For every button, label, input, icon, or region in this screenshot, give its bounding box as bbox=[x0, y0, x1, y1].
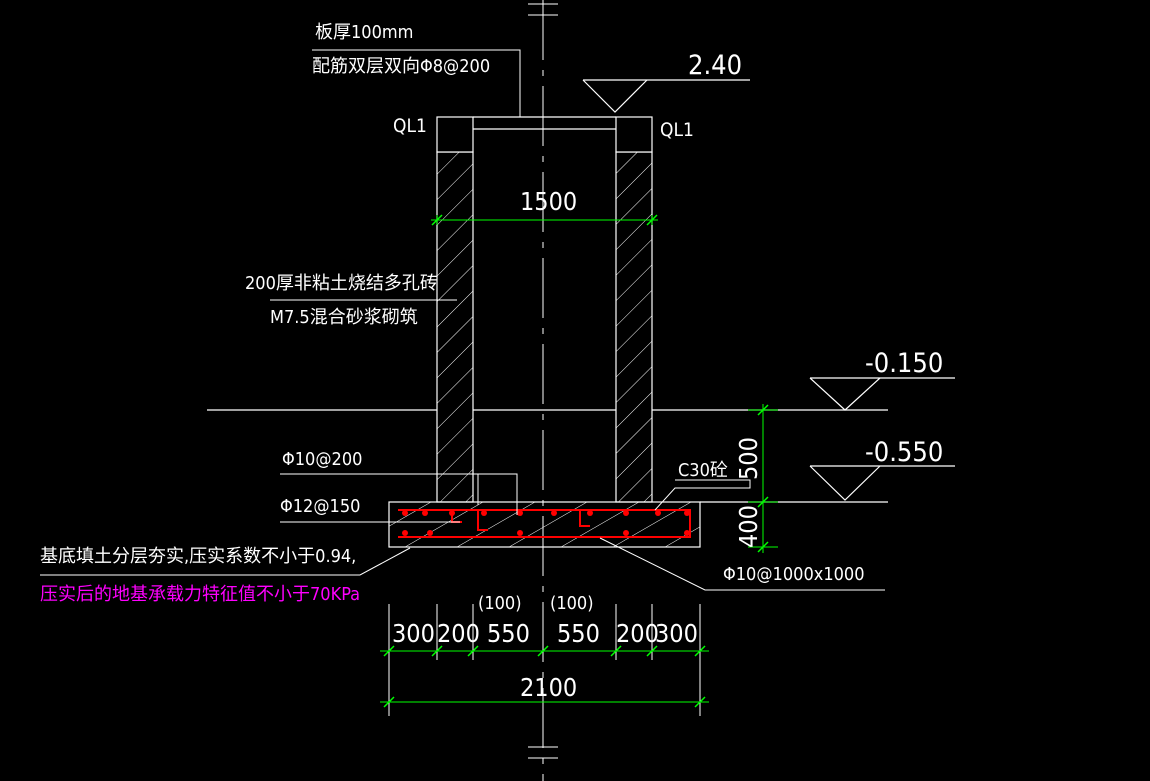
dimension-tick bbox=[610, 645, 622, 657]
rebar-dots bbox=[402, 510, 690, 536]
depth-dimension-label: 500 bbox=[734, 437, 763, 480]
ground-level-marker bbox=[809, 377, 955, 411]
rebar-dot bbox=[517, 530, 523, 536]
bar-grid-label: Φ10@1000x1000 bbox=[723, 564, 865, 585]
rebar-dot bbox=[517, 510, 523, 516]
rebar-dot bbox=[551, 510, 557, 516]
bracket-left-label: (100) bbox=[478, 593, 522, 614]
top-level-marker bbox=[582, 79, 750, 113]
rebar-dot bbox=[402, 530, 408, 536]
wall-mortar-note: M7.5混合砂浆砌筑 bbox=[270, 307, 418, 328]
segment-label-1: 300 bbox=[392, 619, 435, 648]
dimension-tick bbox=[757, 404, 769, 416]
fill-note-line-2: 压实后的地基承载力特征值不小于70KPa bbox=[40, 584, 360, 605]
rebar-dot bbox=[623, 510, 629, 516]
dimension-tick bbox=[383, 645, 395, 657]
dimension-tick bbox=[431, 645, 443, 657]
rebar-dot bbox=[684, 510, 690, 516]
bracket-right-label: (100) bbox=[550, 593, 594, 614]
rebar-dot bbox=[422, 510, 428, 516]
dimension-ticks bbox=[383, 214, 769, 708]
dimension-tick bbox=[537, 645, 549, 657]
dimension-tick bbox=[694, 645, 706, 657]
bar-upper-label: Φ10@200 bbox=[282, 449, 362, 470]
ring-beam-left-label: QL1 bbox=[393, 115, 427, 137]
slab-thickness-note: 板厚100mm bbox=[315, 22, 413, 43]
base-level-marker bbox=[700, 465, 955, 503]
wall-material-note: 200厚非粘土烧结多孔砖 bbox=[245, 273, 438, 294]
dimension-tick bbox=[757, 496, 769, 508]
tank-walls bbox=[207, 116, 888, 503]
inner-width-label: 1500 bbox=[520, 187, 577, 216]
rebar-dot bbox=[587, 510, 593, 516]
rebar-dot bbox=[623, 530, 629, 536]
leader-lines bbox=[40, 49, 885, 591]
rebar-dot bbox=[655, 510, 661, 516]
ground-level-label: -0.150 bbox=[865, 348, 943, 379]
total-width-label: 2100 bbox=[520, 673, 577, 702]
bottom-dimension-baselines bbox=[380, 650, 709, 703]
labels: 板厚100mm 配筋双层双向Φ8@200 QL1 QL1 2.40 1500 2… bbox=[40, 22, 943, 702]
slab-rebar-note: 配筋双层双向Φ8@200 bbox=[312, 56, 490, 77]
dimension-tick bbox=[757, 541, 769, 553]
rebar-dot bbox=[449, 510, 455, 516]
top-level-label: 2.40 bbox=[688, 50, 742, 81]
base-thickness-label: 400 bbox=[734, 505, 763, 548]
segment-label-6: 300 bbox=[655, 619, 698, 648]
segment-label-5: 200 bbox=[616, 619, 659, 648]
rebar-dot bbox=[402, 510, 408, 516]
foundation-slab bbox=[388, 501, 701, 548]
base-level-label: -0.550 bbox=[865, 437, 943, 468]
segment-label-2: 200 bbox=[437, 619, 480, 648]
dimension-tick bbox=[467, 645, 479, 657]
segment-label-4: 550 bbox=[557, 619, 600, 648]
dimension-tick bbox=[646, 645, 658, 657]
rebar-dot bbox=[427, 530, 433, 536]
dimension-tick bbox=[646, 214, 658, 226]
dimension-tick bbox=[694, 696, 706, 708]
dimension-tick bbox=[431, 214, 443, 226]
segment-label-3: 550 bbox=[487, 619, 530, 648]
bar-lower-label: Φ12@150 bbox=[280, 496, 360, 517]
concrete-grade-label: C30砼 bbox=[678, 460, 728, 481]
rebar-dot bbox=[684, 530, 690, 536]
ring-beam-right-label: QL1 bbox=[660, 119, 694, 141]
fill-note-line-1: 基底填土分层夯实,压实系数不小于0.94, bbox=[40, 546, 356, 567]
dimension-tick bbox=[383, 696, 395, 708]
rebar-dot bbox=[481, 510, 487, 516]
